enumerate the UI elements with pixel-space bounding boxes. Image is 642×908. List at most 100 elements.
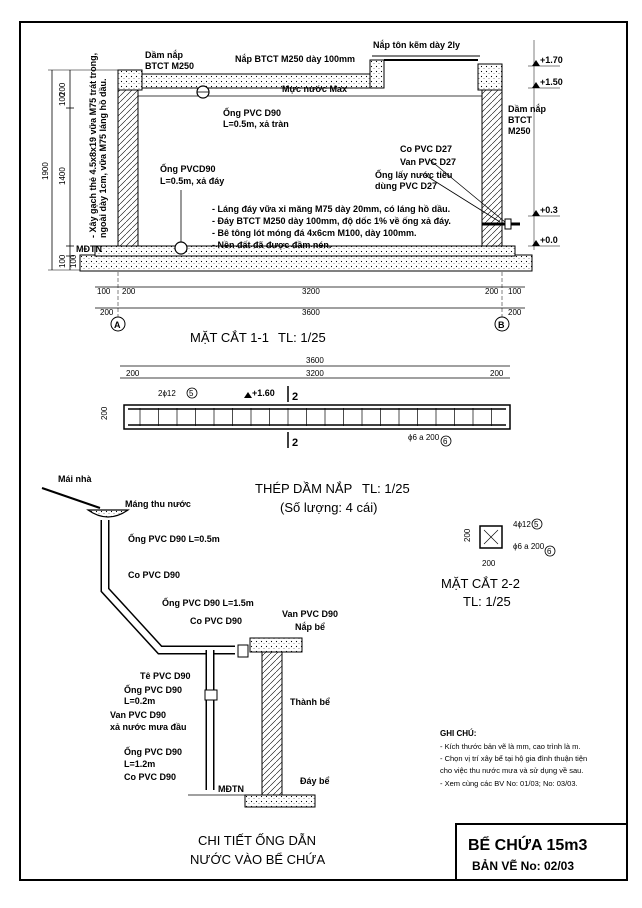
beam-rebar-mark-5: 5 xyxy=(189,389,194,398)
pd-label-1: Máng thu nước xyxy=(125,499,191,509)
pd-label-5: Co PVC D90 xyxy=(190,616,242,626)
dim-v-100b: 100 xyxy=(58,254,67,268)
construction-note-1: - Láng đáy vữa xi măng M75 dày 20mm, có … xyxy=(212,204,450,214)
sec22-title: MẶT CẮT 2-2 xyxy=(441,576,520,591)
beam-title: THÉP DẦM NẮP xyxy=(255,481,352,496)
beam-dim-3600: 3600 xyxy=(306,356,324,365)
title-block-sheet: BẢN VẼ No: 02/03 xyxy=(472,858,574,873)
dim-v-200: 200 xyxy=(58,82,67,96)
section-1-1-scale: TL: 1/25 xyxy=(278,330,326,345)
level-0-0: +0.0 xyxy=(540,235,558,245)
dim-v-1900: 1900 xyxy=(41,162,50,180)
label-dam-nap-right-3: M250 xyxy=(508,126,531,136)
pd-label-2: Ống PVC D90 L=0.5m xyxy=(128,533,220,544)
label-dam-nap-left-2: BTCT M250 xyxy=(145,61,194,71)
construction-note-3: - Bê tông lót móng đá 4x6cm M100, dày 10… xyxy=(212,228,417,238)
label-van-pvc: Van PVC D27 xyxy=(400,157,456,167)
label-nap-btct: Nắp BTCT M250 dày 100mm xyxy=(235,53,355,64)
beam-dim-200b: 200 xyxy=(490,369,504,378)
level-1-50: +1.50 xyxy=(540,77,563,87)
label-ong-day-1: Ống PVCD90 xyxy=(160,163,216,174)
stirrups xyxy=(139,408,492,426)
label-nap-ton: Nắp tôn kẽm dày 2ly xyxy=(373,39,460,50)
dim-b1-3200: 3200 xyxy=(302,287,320,296)
notes-line-1: - Kích thước bản vẽ là mm, cao trình là … xyxy=(440,742,580,751)
pd-label-6: Van PVC D90 xyxy=(282,609,338,619)
beam-dim-200a: 200 xyxy=(126,369,140,378)
pd-label-3: Co PVC D90 xyxy=(128,570,180,580)
label-muc-nuoc: Mực nước Max xyxy=(282,84,347,94)
axis-b: B xyxy=(498,320,505,330)
beam-section-mark-bottom: 2 xyxy=(292,437,298,449)
pd-label-7: Nắp bể xyxy=(295,621,325,632)
section-2-2: 200 200 4ϕ12 5 ϕ6 a 200 6 MẶT CẮT 2-2 TL… xyxy=(441,518,556,609)
pipe-detail: Mái nhà Máng thu nước Ống PVC D90 L=0.5m… xyxy=(41,474,338,867)
level-0-3: +0.3 xyxy=(540,205,558,215)
general-notes: GHI CHÚ: - Kích thước bản vẽ là mm, cao … xyxy=(440,729,587,788)
pd-label-12: Van PVC D90 xyxy=(110,710,166,720)
pd-title-1: CHI TIẾT ỐNG DẪN xyxy=(198,833,316,848)
dim-v-100c: 100 xyxy=(69,254,78,268)
sec22-rebar-mark: 5 xyxy=(534,520,539,529)
left-beam xyxy=(117,69,143,91)
sec22-dim-side: 200 xyxy=(463,528,472,542)
dim-b2-3600: 3600 xyxy=(302,308,320,317)
wall-note-line1: - Xây gạch thẻ 4.5x8x19 vữa M75 trát tro… xyxy=(88,53,98,238)
drain-pipe-icon xyxy=(174,241,188,255)
pd-label-14: Ống PVC D90 xyxy=(124,746,182,757)
dim-v-100a: 100 xyxy=(58,92,67,106)
label-mdtn: MĐTN xyxy=(76,244,102,254)
right-beam xyxy=(477,63,503,91)
section-1-1-title: MẶT CẮT 1-1 xyxy=(190,330,269,345)
label-ong-tran-2: L=0.5m, xả tràn xyxy=(223,119,289,129)
beam-rebar-detail: 3600 200 3200 200 200 2ϕ12 5 +1.60 2 2 ϕ… xyxy=(100,356,511,515)
pd-label-4: Ống PVC D90 L=1.5m xyxy=(162,597,254,608)
beam-scale: TL: 1/25 xyxy=(362,481,410,496)
notes-line-4: - Xem cùng các BV No: 01/03; No: 03/03. xyxy=(440,779,578,788)
label-dam-nap-right-1: Dầm nắp xyxy=(508,103,547,114)
dim-b1-100a: 100 xyxy=(97,287,111,296)
beam-section-mark-top: 2 xyxy=(292,391,298,403)
pd-label-8: Tê PVC D90 xyxy=(140,671,191,681)
beam-rebar-top: 2ϕ12 xyxy=(158,389,176,398)
bottom-slab xyxy=(94,245,516,257)
foundation-slab xyxy=(79,254,533,272)
pd-label-15: L=1.2m xyxy=(124,759,155,769)
beam-quantity: (Số lượng: 4 cái) xyxy=(280,500,377,515)
dim-b1-200a: 200 xyxy=(122,287,136,296)
construction-note-4: - Nền đất đã được đầm nén. xyxy=(212,240,331,250)
dim-b1-100b: 100 xyxy=(508,287,522,296)
wall-note-line2: ngoài dày 1cm, vữa M75 láng hồ dầu. xyxy=(98,78,108,238)
pd-label-9: Ống PVC D90 xyxy=(124,684,182,695)
left-wall xyxy=(117,87,139,247)
beam-stirrup: ϕ6 a 200 xyxy=(408,433,440,442)
dim-v-1400: 1400 xyxy=(58,167,67,185)
label-ong-day-2: L=0.5m, xả đáy xyxy=(160,176,224,186)
right-wall xyxy=(481,87,503,247)
pd-label-13: xả nước mưa đầu xyxy=(110,722,186,732)
sec22-rebar: 4ϕ12 xyxy=(513,520,531,529)
axis-a: A xyxy=(114,320,121,330)
pd-label-17: MĐTN xyxy=(218,784,244,794)
pd-label-16: Co PVC D90 xyxy=(124,772,176,782)
pd-title-2: NƯỚC VÀO BỂ CHỨA xyxy=(190,852,326,867)
notes-heading: GHI CHÚ: xyxy=(440,729,476,738)
construction-note-2: - Đáy BTCT M250 dày 100mm, độ dốc 1% về … xyxy=(212,216,451,226)
label-dam-nap-right-2: BTCT xyxy=(508,115,532,125)
sheet-border xyxy=(19,21,628,881)
sec22-dim-bottom: 200 xyxy=(482,559,496,568)
dim-b1-200b: 200 xyxy=(485,287,499,296)
sec22-stirrup-mark: 6 xyxy=(547,547,552,556)
notes-line-3: cho việc thu nước mưa và sử dụng về sau. xyxy=(440,766,583,775)
title-block-name: BỂ CHỨA 15m3 xyxy=(468,835,587,854)
beam-stirrup-mark: 6 xyxy=(443,437,448,446)
pd-label-0: Mái nhà xyxy=(58,474,92,484)
label-ong-lay-2: dùng PVC D27 xyxy=(375,181,437,191)
pd-label-11: Thành bể xyxy=(290,697,330,707)
beam-level: +1.60 xyxy=(252,388,275,398)
beam-dim-left: 200 xyxy=(100,406,109,420)
title-block: BỂ CHỨA 15m3 BẢN VẼ No: 02/03 xyxy=(455,823,628,881)
sec22-scale: TL: 1/25 xyxy=(463,594,511,609)
label-co-pvc: Co PVC D27 xyxy=(400,144,452,154)
